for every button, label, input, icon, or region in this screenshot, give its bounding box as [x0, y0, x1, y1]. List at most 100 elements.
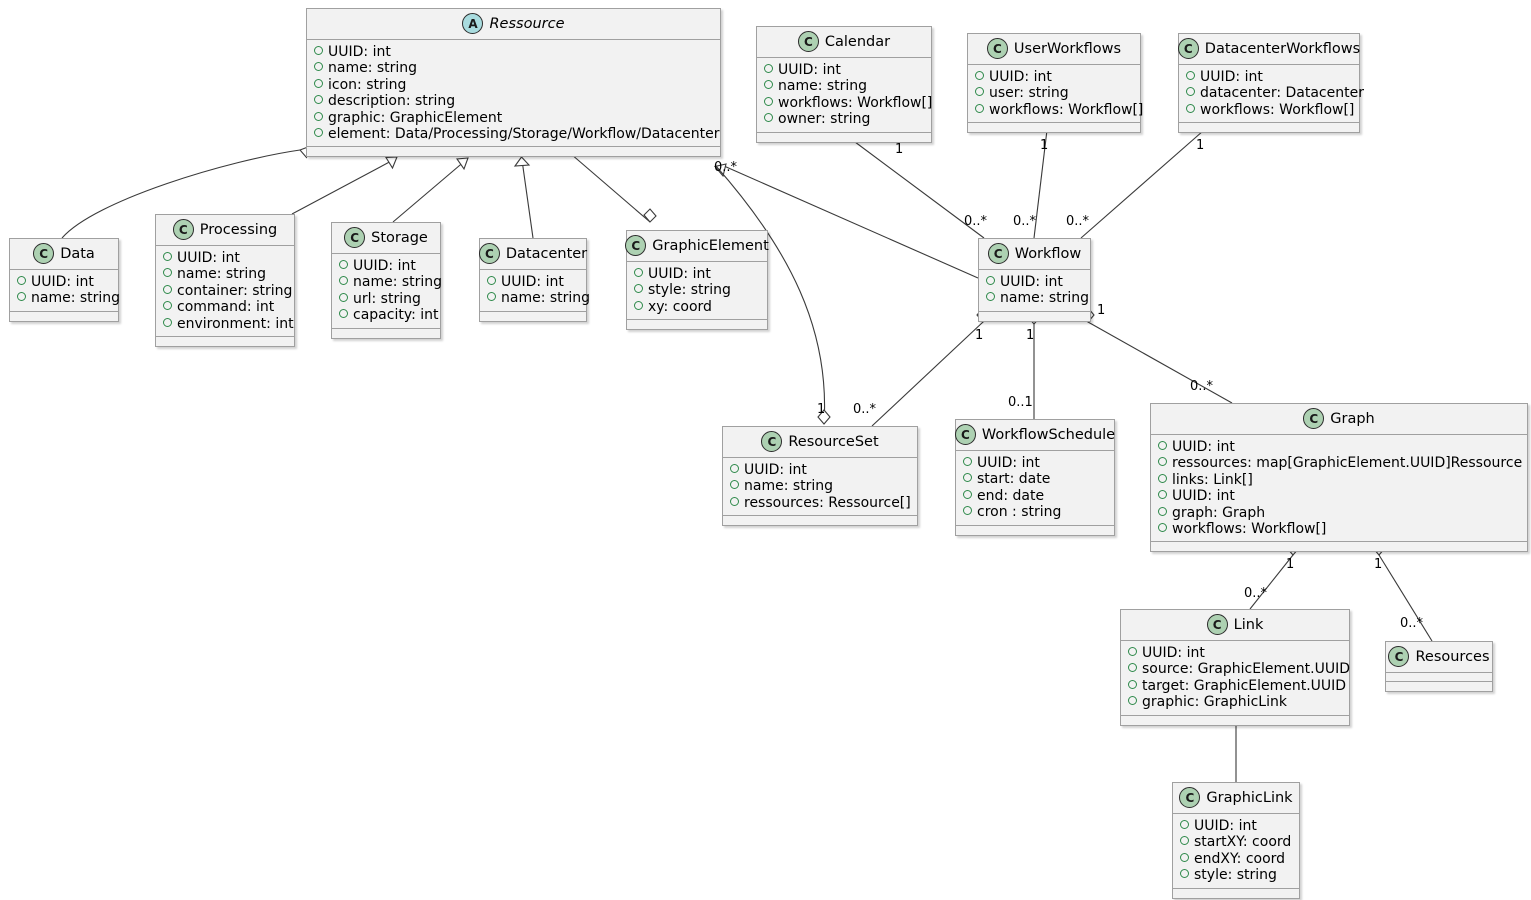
class-name-calendar: Calendar	[824, 33, 891, 50]
class-icon: C	[1388, 646, 1410, 667]
attribute-text: cron : string	[977, 504, 1062, 521]
attribute-row: xy: coord	[634, 299, 762, 315]
public-visibility-icon	[963, 506, 972, 516]
attribute-row: source: GraphicElement.UUID	[1128, 661, 1350, 677]
class-attributes-graph: UUID: int ressources: map[GraphicElement.…	[1151, 435, 1527, 543]
attribute-text: UUID: int	[1172, 488, 1235, 505]
public-visibility-icon	[764, 96, 773, 106]
public-visibility-icon	[764, 64, 773, 73]
attribute-row: user: string	[975, 85, 1135, 101]
attribute-row: UUID: int	[1180, 818, 1294, 834]
attribute-text: name: string	[31, 290, 121, 307]
attribute-text: xy: coord	[648, 298, 712, 315]
class-icon: C	[172, 219, 194, 240]
public-visibility-icon	[487, 276, 496, 285]
public-visibility-icon	[634, 300, 643, 310]
public-visibility-icon	[730, 480, 739, 490]
attribute-text: container: string	[177, 282, 293, 299]
public-visibility-icon	[764, 80, 773, 90]
class-methods-graph	[1151, 542, 1527, 552]
attribute-text: UUID: int	[177, 250, 240, 266]
attribute-row: UUID: int	[1158, 488, 1522, 504]
attribute-row: end: date	[963, 488, 1109, 504]
attribute-text: name: string	[353, 274, 443, 291]
attribute-row: name: string	[487, 290, 590, 306]
public-visibility-icon	[975, 71, 984, 80]
class-name-resources: Resources	[1415, 648, 1490, 665]
uml-class-resources[interactable]: C Resources	[1385, 641, 1493, 692]
attribute-text: capacity: int	[353, 307, 439, 324]
attribute-text: element: Data/Processing/Storage/Workflo…	[328, 126, 720, 143]
class-name-storage: Storage	[371, 229, 428, 246]
public-visibility-icon	[314, 95, 323, 105]
public-visibility-icon	[314, 111, 323, 121]
attribute-row: UUID: int	[764, 62, 926, 78]
attribute-text: description: string	[328, 93, 456, 110]
multiplicity-label: 1	[1196, 138, 1205, 153]
class-methods-calendar	[757, 132, 931, 142]
attribute-row: icon: string	[314, 77, 715, 93]
public-visibility-icon	[1180, 836, 1189, 846]
public-visibility-icon	[1186, 103, 1195, 113]
edge-datacenterworkflows-to-workflow	[1080, 130, 1204, 239]
public-visibility-icon	[314, 62, 323, 72]
public-visibility-icon	[730, 496, 739, 506]
attribute-row: name: string	[730, 478, 912, 494]
class-name-graphicelement: GraphicElement	[652, 237, 769, 254]
edge-processing-to-ressource	[291, 158, 396, 215]
attribute-text: UUID: int	[1200, 69, 1263, 85]
attribute-row: name: string	[163, 266, 289, 282]
attribute-row: UUID: int	[1186, 69, 1354, 85]
public-visibility-icon	[975, 87, 984, 97]
multiplicity-label: 0..1	[1008, 395, 1033, 410]
class-icon: C	[1303, 408, 1325, 429]
class-header-resources: C Resources	[1386, 642, 1492, 673]
class-methods-resources	[1386, 682, 1492, 691]
attribute-row: capacity: int	[339, 307, 439, 323]
attribute-text: target: GraphicElement.UUID	[1142, 677, 1347, 694]
attribute-text: workflows: Workflow[]	[989, 101, 1144, 118]
multiplicity-label: 1	[1040, 138, 1049, 153]
public-visibility-icon	[339, 260, 348, 269]
attribute-row: element: Data/Processing/Storage/Workflo…	[314, 126, 719, 142]
attribute-text: ressources: map[GraphicElement.UUID]Ress…	[1172, 455, 1523, 472]
attribute-row: UUID: int	[163, 250, 289, 266]
attribute-text: UUID: int	[31, 274, 94, 290]
attribute-text: style: string	[1194, 867, 1277, 884]
class-icon: C	[761, 431, 783, 452]
attribute-row: command: int	[163, 299, 289, 315]
attribute-row: ressources: map[GraphicElement.UUID]Ress…	[1158, 455, 1522, 471]
attribute-text: UUID: int	[778, 62, 841, 78]
attribute-row: workflows: Workflow[]	[975, 102, 1143, 118]
class-name-resourceset: ResourceSet	[788, 433, 879, 450]
attribute-text: source: GraphicElement.UUID	[1142, 661, 1351, 678]
public-visibility-icon	[1158, 457, 1167, 467]
public-visibility-icon	[986, 292, 995, 302]
